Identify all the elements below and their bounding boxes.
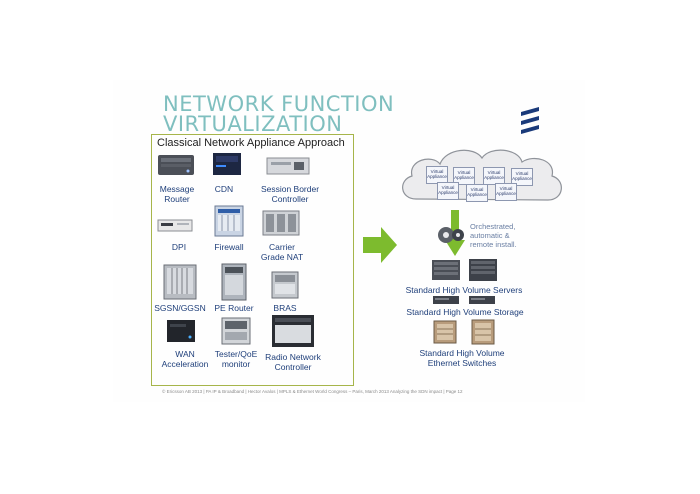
gears-icon	[438, 227, 464, 243]
server-box-icon	[213, 153, 241, 175]
storage-icon	[469, 296, 495, 304]
virtual-appliance-box: Virtual Appliance	[466, 184, 488, 202]
device-label-cdn: CDN	[214, 184, 234, 194]
virtual-appliance-box: Virtual Appliance	[495, 183, 517, 201]
rack-icon	[272, 315, 314, 347]
virtual-appliance-box: Virtual Appliance	[426, 166, 448, 184]
pizza-box-icon	[157, 219, 193, 232]
device-label-dpi: DPI	[171, 242, 187, 252]
rack-server-icon	[158, 155, 194, 175]
device-label-tester-qoe-monitor: Tester/QoE monitor	[214, 349, 258, 369]
virtual-appliance-box: Virtual Appliance	[437, 182, 459, 200]
device-label-message-router: Message Router	[159, 184, 195, 204]
storage-label: Standard High Volume Storage	[406, 307, 524, 317]
server-array-icon	[262, 210, 300, 236]
device-label-session-border-controller: Session Border Controller	[260, 184, 320, 204]
classical-appliance-panel	[151, 134, 354, 386]
tester-icon	[221, 317, 251, 345]
title-line-2: VIRTUALIZATION	[163, 112, 343, 136]
virtual-appliance-box: Virtual Appliance	[511, 168, 533, 186]
panel-title: Classical Network Appliance Approach	[157, 137, 345, 149]
blade-chassis-icon	[271, 271, 299, 299]
servers-label: Standard High Volume Servers	[405, 285, 523, 295]
router-chassis-icon	[221, 263, 247, 301]
device-label-bras: BRAS	[273, 303, 297, 313]
virtual-appliance-box: Virtual Appliance	[483, 167, 505, 185]
ericsson-logo-icon	[521, 107, 539, 134]
virtual-appliance-box: Virtual Appliance	[453, 167, 475, 185]
storage-icon	[433, 296, 459, 304]
server-rack-icon	[469, 259, 497, 281]
device-label-wan-acceleration: WAN Acceleration	[161, 349, 209, 369]
switch-icon	[471, 319, 495, 345]
switch-icon	[433, 320, 457, 344]
slide-background	[113, 80, 585, 402]
switches-label: Standard High Volume Ethernet Switches	[419, 348, 505, 368]
chassis-icon	[214, 205, 244, 237]
device-label-firewall: Firewall	[214, 242, 244, 252]
orchestration-text: Orchestrated, automatic & remote install…	[470, 222, 517, 249]
cloud-icon	[402, 149, 562, 201]
transition-arrow-icon	[363, 227, 397, 263]
slide-footer: © Ericsson AB 2013 | PA IP & Broadband |…	[162, 389, 463, 394]
device-label-sgsn-ggsn: SGSN/GGSN	[154, 303, 206, 313]
device-label-pe-router: PE Router	[214, 303, 254, 313]
black-box-icon	[167, 320, 195, 342]
device-label-radio-network-controller: Radio Network Controller	[265, 352, 321, 372]
chassis-icon	[163, 264, 197, 300]
slide-title: NETWORK FUNCTION VIRTUALIZATION	[163, 92, 395, 136]
title-line-1: NETWORK FUNCTION	[163, 92, 395, 116]
device-label-carrier-grade-nat: Carrier Grade NAT	[260, 242, 304, 262]
orchestration-arrow-icon	[445, 210, 465, 256]
server-rack-icon	[432, 260, 460, 280]
appliance-icon	[266, 157, 310, 175]
